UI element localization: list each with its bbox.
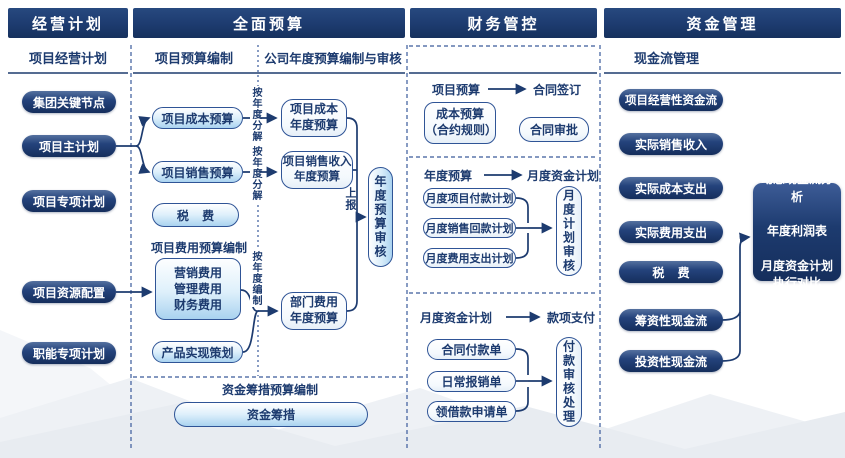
label-fund-raising-budgeting: 资金筹措预算编制 — [221, 382, 318, 397]
box-cost-budget-contract-rules: 成本预算 （合约规则） — [424, 102, 497, 144]
edge-label-submit: 上报 — [344, 187, 356, 211]
pill-project-resource-allocation: 项目资源配置 — [22, 281, 116, 303]
box-annual-sales-revenue-budget: 项目销售收入 年度预算 — [281, 151, 353, 189]
label-annual-budget: 年度预算 — [424, 168, 473, 183]
box-annual-project-cost-budget: 项目成本 年度预算 — [281, 99, 347, 137]
box-fee-items: 营销费用 管理费用 财务费用 — [155, 258, 241, 320]
subheader-annual-budget-review: 公司年度预算编制与审核 — [264, 51, 402, 66]
subheader-project-budgeting: 项目预算编制 — [154, 50, 233, 66]
pill-investing-cashflow: 投资性现金流 — [619, 350, 723, 372]
label-contract-signing: 合同签订 — [533, 82, 582, 97]
pill-project-special-plan: 项目专项计划 — [22, 190, 116, 212]
mountain-watermark — [0, 330, 845, 458]
box-dynamic-cashflow-analysis: 动态现金流分析 年度利润表 月度资金计划 执行对比 — [753, 172, 841, 290]
pill-product-realization-planning: 产品实现策划 — [152, 341, 243, 363]
pill-daily-reimbursement-slip: 日常报销单 — [427, 371, 516, 392]
label-payment-disbursement: 款项支付 — [547, 310, 596, 325]
header-financial-control: 财务管控 — [410, 8, 597, 38]
pill-actual-sales-revenue: 实际销售收入 — [619, 133, 723, 155]
edge-label-decompose-by-year-2: 按年度分解 — [250, 145, 261, 202]
box-payment-review-processing: 付款审核处理 — [556, 337, 582, 427]
subheader-project-business-plan: 项目经营计划 — [28, 50, 107, 66]
flow-arrows — [116, 83, 751, 412]
header-capital-management: 资金管理 — [604, 8, 841, 38]
pill-taxes: 税 费 — [152, 203, 239, 227]
pill-project-sales-budget: 项目销售预算 — [152, 161, 243, 183]
pill-actual-expense-expenditure: 实际费用支出 — [619, 221, 723, 243]
label-project-fee-budgeting: 项目费用预算编制 — [151, 240, 248, 255]
pill-functional-special-plan: 职能专项计划 — [22, 342, 116, 364]
box-monthly-plan-review: 月度计划审核 — [556, 186, 582, 276]
pill-fund-raising: 资金筹措 — [174, 402, 368, 427]
pill-group-key-nodes: 集团关键节点 — [22, 91, 116, 113]
label-project-budget: 项目预算 — [432, 82, 481, 97]
pill-actual-cost-expenditure: 实际成本支出 — [619, 177, 723, 199]
header-comprehensive-budget: 全面预算 — [133, 8, 405, 38]
pill-project-operating-cashflow: 项目经营性资金流 — [619, 89, 723, 111]
pill-monthly-project-payment-plan: 月度项目付款计划 — [423, 188, 516, 208]
pill-loan-application-slip: 领借款申请单 — [427, 401, 516, 422]
pill-project-master-plan: 项目主计划 — [22, 135, 116, 157]
pill-monthly-expense-plan: 月度费用支出计划 — [423, 248, 516, 268]
label-monthly-capital-plan-2: 月度资金计划 — [420, 310, 493, 325]
dashed-grid — [130, 45, 601, 450]
label-monthly-capital-plan: 月度资金计划 — [527, 168, 600, 183]
box-annual-department-fee-budget: 部门费用 年度预算 — [281, 292, 347, 330]
pill-contract-approval: 合同审批 — [519, 117, 589, 142]
edge-label-decompose-by-year-1: 按年度分解 — [250, 86, 261, 143]
pill-taxes-cash: 税 费 — [619, 261, 723, 283]
edge-label-compile-by-year: 按年度编制 — [250, 250, 261, 307]
pill-financing-cashflow: 筹资性现金流 — [619, 309, 723, 331]
header-business-planning: 经营计划 — [8, 8, 128, 38]
pill-project-cost-budget: 项目成本预算 — [152, 107, 243, 129]
pill-contract-payment-slip: 合同付款单 — [427, 339, 516, 360]
pill-monthly-sales-collection-plan: 月度销售回款计划 — [423, 218, 516, 238]
subheader-cashflow-management: 现金流管理 — [634, 50, 700, 66]
box-annual-budget-review: 年度预算审核 — [368, 167, 393, 267]
